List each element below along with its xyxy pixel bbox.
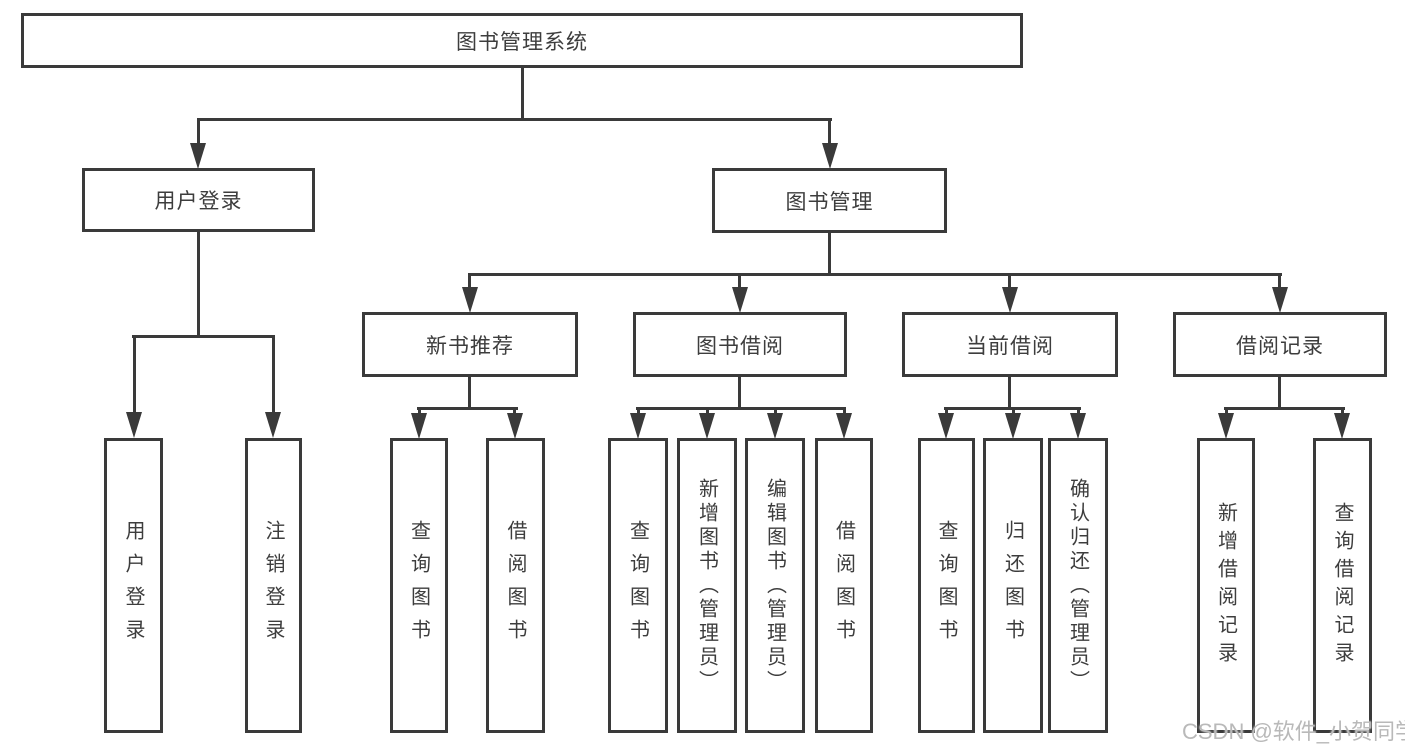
leaf-query-books-recommend: 查询图书	[390, 438, 448, 733]
node-library-management-system: 图书管理系统	[21, 13, 1023, 68]
node-borrow-records: 借阅记录	[1173, 312, 1387, 377]
node-label: 用户登录	[154, 190, 243, 213]
leaf-label: 查询图书	[626, 519, 649, 652]
connector-drop-module	[738, 273, 741, 297]
arrowhead-module	[1002, 287, 1018, 313]
arrowhead-leaf	[1005, 413, 1021, 439]
connector-drop-leaf	[133, 335, 136, 417]
connector-drop-module	[1008, 273, 1011, 297]
leaf-query-borrow-record: 查询借阅记录	[1313, 438, 1372, 733]
arrowhead-module	[732, 287, 748, 313]
leaf-label: 查询图书	[935, 519, 957, 652]
arrowhead-leaf	[938, 413, 954, 439]
node-new-book-recommend: 新书推荐	[362, 312, 578, 377]
connector-drop-leaf	[272, 335, 275, 417]
leaf-label: 查询借阅记录	[1331, 501, 1353, 670]
connector-book-management-stem	[828, 232, 831, 276]
leaf-query-books-current: 查询图书	[918, 438, 975, 733]
arrowhead-module	[1272, 287, 1288, 313]
leaf-label: 注销登录	[262, 519, 284, 652]
arrowhead-book-management	[822, 143, 838, 169]
connector-module-stem	[738, 377, 741, 410]
arrowhead-leaf	[411, 413, 427, 439]
connector-drop-user-login	[197, 118, 200, 152]
leaf-confirm-return-admin: 确认归还（管理员）	[1048, 438, 1108, 733]
connector-book-management-rail	[468, 273, 1282, 276]
leaf-label: 用户登录	[122, 519, 144, 652]
arrowhead-leaf	[1218, 413, 1234, 439]
arrowhead-leaf	[1334, 413, 1350, 439]
leaf-user-login: 用户登录	[104, 438, 163, 733]
connector-root-stem	[521, 68, 524, 121]
connector-root-rail	[197, 118, 832, 121]
arrowhead-leaf	[126, 412, 142, 438]
leaf-edit-books-admin: 编辑图书（管理员）	[745, 438, 805, 733]
node-current-borrow: 当前借阅	[902, 312, 1118, 377]
arrowhead-leaf	[507, 413, 523, 439]
node-label: 图书借阅	[696, 334, 784, 358]
node-book-borrow: 图书借阅	[633, 312, 847, 377]
arrowhead-leaf	[836, 413, 852, 439]
connector-module-stem	[1008, 377, 1011, 410]
node-label: 图书管理系统	[456, 30, 588, 54]
node-label: 当前借阅	[966, 334, 1054, 358]
arrowhead-leaf	[1070, 413, 1086, 439]
connector-module-stem	[468, 377, 471, 410]
arrowhead-leaf	[767, 413, 783, 439]
csdn-watermark: CSDN @软件_小贺同学	[1182, 719, 1405, 744]
leaf-query-books-borrow: 查询图书	[608, 438, 668, 733]
leaf-label: 新增借阅记录	[1214, 501, 1237, 670]
connector-user-login-stem	[197, 232, 200, 338]
leaf-borrow-books-recommend: 借阅图书	[486, 438, 545, 733]
leaf-label: 新增图书（管理员）	[695, 477, 718, 694]
node-label: 借阅记录	[1236, 334, 1324, 358]
arrowhead-leaf	[699, 413, 715, 439]
connector-module-rail	[636, 407, 846, 410]
connector-drop-module	[468, 273, 471, 297]
node-user-login: 用户登录	[82, 168, 315, 232]
leaf-add-borrow-record: 新增借阅记录	[1197, 438, 1255, 733]
arrowhead-leaf	[265, 412, 281, 438]
leaf-label: 借阅图书	[504, 519, 526, 652]
leaf-label: 查询图书	[407, 519, 430, 652]
connector-module-rail	[1224, 407, 1345, 410]
leaf-label: 借阅图书	[832, 519, 855, 652]
leaf-label: 编辑图书（管理员）	[763, 477, 786, 694]
connector-drop-module	[1278, 273, 1281, 297]
node-book-management: 图书管理	[712, 168, 947, 233]
leaf-label: 确认归还（管理员）	[1066, 477, 1089, 694]
connector-drop-book-management	[828, 118, 831, 152]
connector-user-login-rail	[132, 335, 275, 338]
leaf-logout: 注销登录	[245, 438, 302, 733]
arrowhead-module	[462, 287, 478, 313]
node-label: 新书推荐	[426, 334, 514, 358]
arrowhead-leaf	[630, 413, 646, 439]
node-label: 图书管理	[785, 190, 874, 214]
connector-module-rail	[417, 407, 518, 410]
leaf-borrow-books: 借阅图书	[815, 438, 873, 733]
connector-module-stem	[1278, 377, 1281, 410]
leaf-return-books: 归还图书	[983, 438, 1043, 733]
arrowhead-user-login	[190, 143, 206, 169]
leaf-add-books-admin: 新增图书（管理员）	[677, 438, 737, 733]
leaf-label: 归还图书	[1001, 519, 1024, 652]
